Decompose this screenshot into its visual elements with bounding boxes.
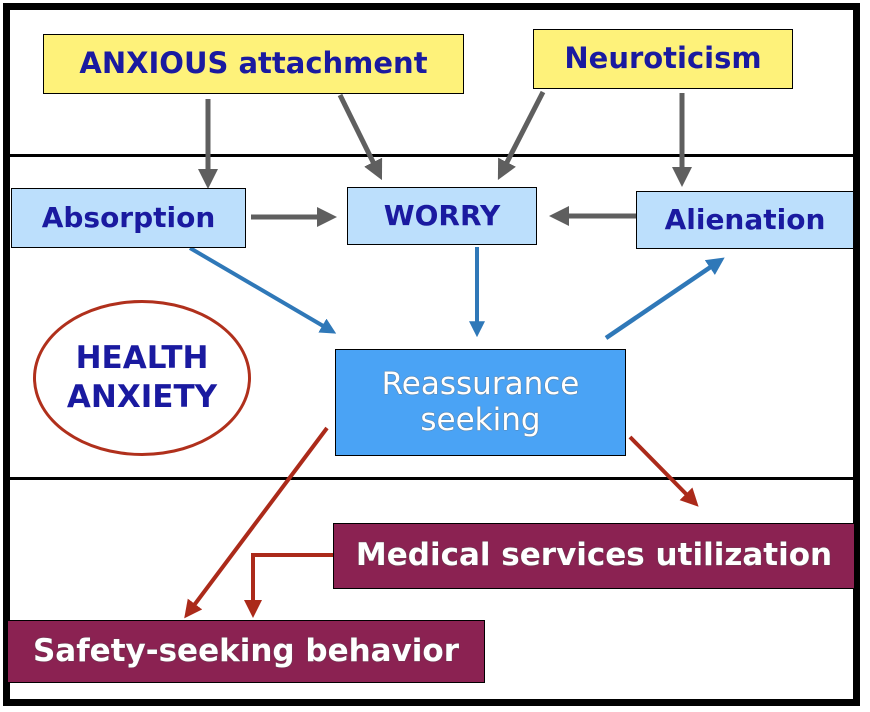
node-label-line2: seeking [420,401,541,438]
node-anxious-attachment: ANXIOUS attachment [43,34,464,94]
node-label: Safety-seeking behavior [32,632,460,669]
node-label: ANXIOUS attachment [79,46,428,81]
node-label: Absorption [41,200,216,234]
node-label: Medical services utilization [355,537,833,574]
ellipse-label-line1: HEALTH [75,340,209,377]
node-safety-seeking-behavior: Safety-seeking behavior [7,620,485,683]
node-neuroticism: Neuroticism [533,29,793,89]
node-reassurance-seeking: Reassurance seeking [335,349,626,456]
node-label: Alienation [664,202,826,236]
node-label: Neuroticism [564,41,762,76]
section-divider-top [10,154,853,157]
node-label: WORRY [383,198,501,232]
node-absorption: Absorption [11,188,246,248]
health-anxiety-ellipse: HEALTH ANXIETY [33,300,251,456]
node-label-line1: Reassurance [381,365,580,402]
node-medical-services-utilization: Medical services utilization [333,523,855,589]
node-worry: WORRY [347,187,537,245]
ellipse-label-line2: ANXIETY [66,379,218,415]
section-divider-bottom [10,477,853,480]
node-alienation: Alienation [636,191,854,249]
